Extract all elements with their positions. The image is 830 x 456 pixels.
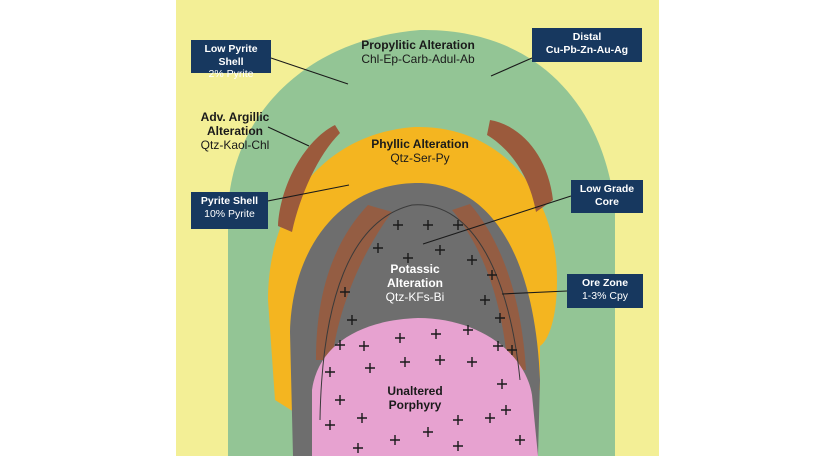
- potassic-minerals: Qtz-KFs-Bi: [385, 289, 445, 304]
- phyllic-label: Phyllic Alteration Qtz-Ser-Py: [340, 137, 500, 166]
- cross-symbol: [393, 220, 403, 230]
- unaltered-title-2: Porphyry: [388, 397, 442, 412]
- leader-lines: [246, 57, 572, 295]
- leader-low-grade-core: [422, 195, 572, 245]
- cross-symbol: [507, 345, 517, 355]
- low-grade-core-callout: Low Grade Core: [571, 180, 643, 213]
- low-pyrite-shell-callout: Low Pyrite Shell 2% Pyrite: [191, 40, 271, 80]
- ore-zone-left: [316, 205, 392, 360]
- cross-symbol: [501, 405, 511, 415]
- cross-symbol: [495, 313, 505, 323]
- cross-symbol: [365, 363, 375, 373]
- cross-symbol: [463, 325, 473, 335]
- cross-symbol: [335, 340, 345, 350]
- ore-zone-title: Ore Zone: [581, 277, 629, 289]
- ore-zone-detail: 1-3% Cpy: [581, 289, 629, 302]
- cross-symbol: [435, 245, 445, 255]
- cross-symbol: [431, 329, 441, 339]
- cross-symbol: [480, 295, 490, 305]
- cross-symbol: [497, 379, 507, 389]
- cross-symbol: [373, 243, 383, 253]
- unaltered-porphyry-zone: [312, 318, 538, 456]
- porphyry-cross-symbols: [325, 220, 525, 453]
- ore-zone-right: [452, 204, 526, 370]
- cross-symbol: [485, 413, 495, 423]
- cross-symbol: [403, 253, 413, 263]
- cross-symbol: [400, 357, 410, 367]
- cross-symbol: [453, 441, 463, 451]
- potassic-boundary: [319, 204, 521, 421]
- cross-symbol: [453, 415, 463, 425]
- cross-symbol: [487, 270, 497, 280]
- cross-symbol: [357, 413, 367, 423]
- propylitic-title: Propylitic Alteration: [361, 38, 475, 52]
- unaltered-label: Unaltered Porphyry: [360, 384, 470, 413]
- cross-symbol: [435, 355, 445, 365]
- cross-symbol: [515, 435, 525, 445]
- leader-low-pyrite-shell: [270, 57, 349, 85]
- cross-symbol: [335, 395, 345, 405]
- propylitic-minerals: Chl-Ep-Carb-Adul-Ab: [361, 51, 475, 66]
- distal-line-1: Distal: [572, 31, 602, 43]
- potassic-label: Potassic Alteration Qtz-KFs-Bi: [360, 262, 470, 304]
- pyrite-shell-callout: Pyrite Shell 10% Pyrite: [191, 192, 268, 229]
- pyrite-shell-title: Pyrite Shell: [200, 195, 259, 207]
- unaltered-title-1: Unaltered: [387, 384, 443, 398]
- argillic-title-2: Alteration: [206, 123, 263, 138]
- leader-argillic: [267, 126, 310, 147]
- cross-symbol: [467, 255, 477, 265]
- leader-distal: [490, 57, 533, 77]
- argillic-title-1: Adv. Argillic: [200, 110, 270, 124]
- phyllic-minerals: Qtz-Ser-Py: [390, 150, 450, 165]
- cross-symbol: [325, 420, 335, 430]
- cross-symbol: [359, 341, 369, 351]
- cross-symbol: [467, 357, 477, 367]
- low-grade-core-line-1: Low Grade: [579, 183, 635, 195]
- phyllic-title: Phyllic Alteration: [371, 137, 469, 151]
- potassic-title-1: Potassic: [390, 262, 440, 276]
- argillic-zone-left: [278, 125, 340, 232]
- low-pyrite-shell-title: Low Pyrite Shell: [204, 43, 258, 68]
- cross-symbol: [353, 443, 363, 453]
- cross-symbol: [493, 341, 503, 351]
- cross-symbol: [347, 315, 357, 325]
- low-pyrite-shell-detail: 2% Pyrite: [208, 68, 254, 81]
- cross-symbol: [453, 220, 463, 230]
- cross-symbol: [325, 367, 335, 377]
- argillic-minerals: Qtz-Kaol-Chl: [200, 137, 270, 152]
- pyrite-shell-detail: 10% Pyrite: [204, 207, 255, 220]
- cross-symbol: [423, 220, 433, 230]
- low-grade-core-line-2: Core: [595, 195, 619, 208]
- leader-ore-zone: [501, 290, 568, 295]
- propylitic-label: Propylitic Alteration Chl-Ep-Carb-Adul-A…: [318, 38, 518, 67]
- distal-callout: Distal Cu-Pb-Zn-Au-Ag: [532, 28, 642, 62]
- ore-zone-callout: Ore Zone 1-3% Cpy: [567, 274, 643, 308]
- distal-line-2: Cu-Pb-Zn-Au-Ag: [545, 43, 629, 56]
- cross-symbol: [340, 287, 350, 297]
- potassic-title-2: Alteration: [386, 275, 443, 290]
- cross-symbol: [395, 333, 405, 343]
- cross-symbol: [423, 427, 433, 437]
- cross-symbol: [390, 435, 400, 445]
- argillic-zone-right: [487, 120, 553, 212]
- argillic-label: Adv. Argillic Alteration Qtz-Kaol-Chl: [180, 110, 290, 152]
